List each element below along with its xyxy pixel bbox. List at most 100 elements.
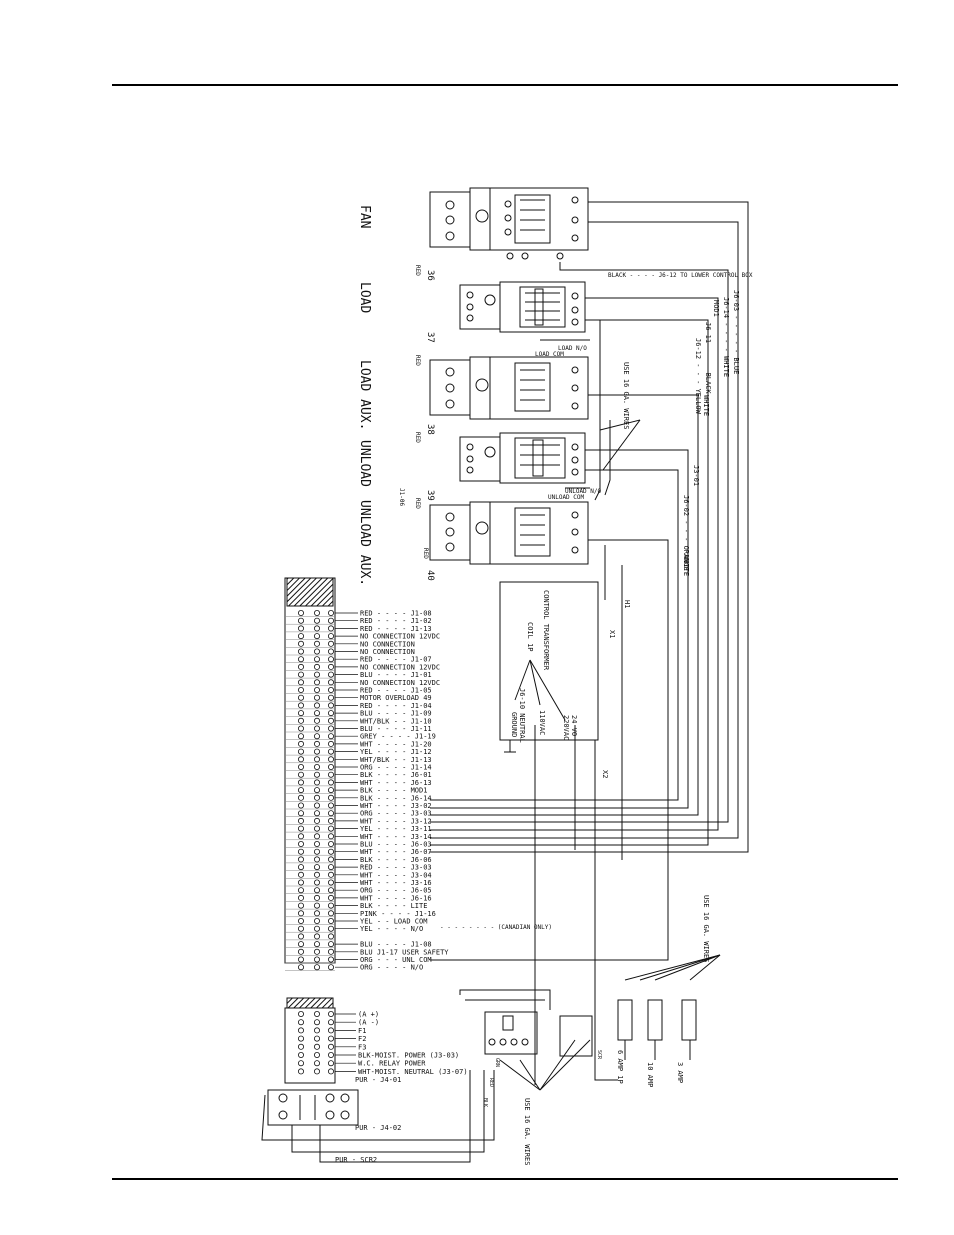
terminal-screw	[313, 702, 320, 709]
right-wire-1: J6-03 - - - - - BLUE	[732, 290, 740, 374]
terminal-screw	[297, 679, 304, 686]
terminal-row: YEL - - - - J1-12	[285, 748, 432, 756]
terminal-screw	[327, 933, 334, 940]
terminal-screw	[313, 694, 320, 701]
contactor-number-37: 37	[425, 332, 435, 343]
terminal-label: BLK - - - - J6-14	[360, 794, 432, 802]
terminal-screw	[313, 1052, 320, 1059]
terminal-screw	[327, 671, 334, 678]
transformer-line-neutral: J6-10 NEUTRAL	[518, 688, 526, 743]
terminal-row: NO CONNECTION	[285, 640, 415, 648]
terminal-screw	[313, 910, 320, 917]
terminal-row: ORG - - - UNL COM	[285, 956, 432, 964]
red-label-5: RED	[422, 548, 429, 559]
terminal-label: BLK - - - - LITE	[360, 902, 427, 910]
terminal-screw	[327, 1068, 334, 1075]
red-label-3: RED	[414, 432, 421, 443]
terminal-screw	[297, 694, 304, 701]
terminal-label: WHT/BLK - - J1-10	[360, 717, 432, 725]
terminal-screw	[297, 887, 304, 894]
terminal-row: BLK - - - - MOD1	[285, 787, 427, 795]
terminal-screw	[297, 879, 304, 886]
terminal-screw	[313, 802, 320, 809]
terminal-screw	[313, 687, 320, 694]
terminal-screw	[297, 856, 304, 863]
terminal-screw	[313, 894, 320, 901]
terminal-row: ORG - - - - J1-14	[285, 764, 432, 772]
terminal-screw	[313, 787, 320, 794]
terminal-screw	[313, 717, 320, 724]
j1-06-label: J1-06	[398, 488, 405, 506]
unload-nc-label: UNLOAD N/O	[565, 488, 602, 495]
bottom-terminal-row: (A +)	[297, 1011, 379, 1019]
terminal-screw	[297, 625, 304, 632]
terminal-screw	[297, 871, 304, 878]
terminal-screw	[327, 702, 334, 709]
black-to-lower-label: BLACK - - - - J6-12 TO LOWER CONTROL BOX	[608, 272, 753, 279]
terminal-screw	[313, 933, 320, 940]
terminal-screw	[327, 617, 334, 624]
terminal-label: WHT - - - - J3-14	[360, 833, 432, 841]
terminal-screw	[327, 1035, 334, 1042]
terminal-label: WHT - - - - J6-16	[360, 894, 432, 902]
terminal-screw	[297, 948, 304, 955]
terminal-screw	[327, 756, 334, 763]
bottom-rule	[112, 1178, 898, 1180]
terminal-screw	[297, 902, 304, 909]
terminal-label: NO CONNECTION 12VDC	[360, 663, 440, 671]
terminal-screw	[327, 663, 334, 670]
terminal-screw	[297, 717, 304, 724]
terminal-screw	[327, 679, 334, 686]
red-label-2: RED	[414, 355, 421, 366]
terminal-row: WHT - - - - J3-14	[285, 833, 432, 841]
use-16ga-top-label: USE 16 GA. WIRES	[622, 362, 630, 429]
terminal-screw	[327, 925, 334, 932]
unload-com-label: UNLOAD COM	[548, 494, 585, 501]
terminal-screw	[327, 733, 334, 740]
terminal-screw	[313, 764, 320, 771]
terminal-screw	[297, 771, 304, 778]
terminal-row	[285, 933, 335, 941]
terminal-label: RED - - - - J1-05	[360, 687, 432, 695]
terminal-screw	[297, 725, 304, 732]
terminal-screw	[313, 871, 320, 878]
bottom-terminal-label: (A -)	[358, 1019, 379, 1027]
terminal-label: WHT - - - - J3-12	[360, 817, 432, 825]
bottom-terminal-label: (A +)	[358, 1011, 379, 1019]
right-wire-4: J6-11 - - - BLACK	[704, 322, 712, 394]
terminal-screw	[327, 740, 334, 747]
terminal-screw	[327, 948, 334, 955]
right-wire-2: J6-14 - - - - WHITE	[722, 297, 730, 377]
transformer-coil: COIL 1P	[526, 622, 534, 652]
fuse-10amp	[647, 999, 663, 1041]
terminal-screw	[313, 1068, 320, 1075]
terminal-label: BLU - - - - J1-11	[360, 725, 432, 733]
terminal-row: NO CONNECTION 12VDC	[285, 679, 440, 687]
terminal-screw	[313, 948, 320, 955]
terminal-screw	[327, 687, 334, 694]
bottom-terminal-row: WHT-MOIST. NEUTRAL (J3-07)	[297, 1068, 468, 1076]
terminal-screw	[327, 633, 334, 640]
terminal-row: BLK - - - - LITE	[285, 902, 427, 910]
terminal-screw	[327, 956, 334, 963]
terminal-screw	[327, 787, 334, 794]
unload-aux-contactor	[429, 501, 589, 565]
terminal-screw	[327, 648, 334, 655]
bottom-terminal-label: F2	[358, 1035, 366, 1043]
terminal-screw	[327, 640, 334, 647]
terminal-row: WHT/BLK - - J1-10	[285, 717, 432, 725]
bottom-terminal-row: F3	[297, 1043, 366, 1051]
terminal-row: BLK - - - - J6-06	[285, 856, 432, 864]
terminal-screw	[297, 633, 304, 640]
terminal-screw	[327, 748, 334, 755]
terminal-screw	[313, 825, 320, 832]
terminal-label: ORG - - - - J6-05	[360, 887, 432, 895]
terminal-screw	[327, 848, 334, 855]
terminal-row: BLU - - - - J1-11	[285, 725, 432, 733]
terminal-screw	[327, 918, 334, 925]
terminal-label: BLU - - - - J1-08	[360, 941, 432, 949]
terminal-label: MOTOR OVERLOAD 49	[360, 694, 432, 702]
canadian-note: - - - - - - - - (CANADIAN ONLY)	[440, 924, 552, 931]
terminal-row: YEL - - LOAD COM	[285, 918, 427, 926]
